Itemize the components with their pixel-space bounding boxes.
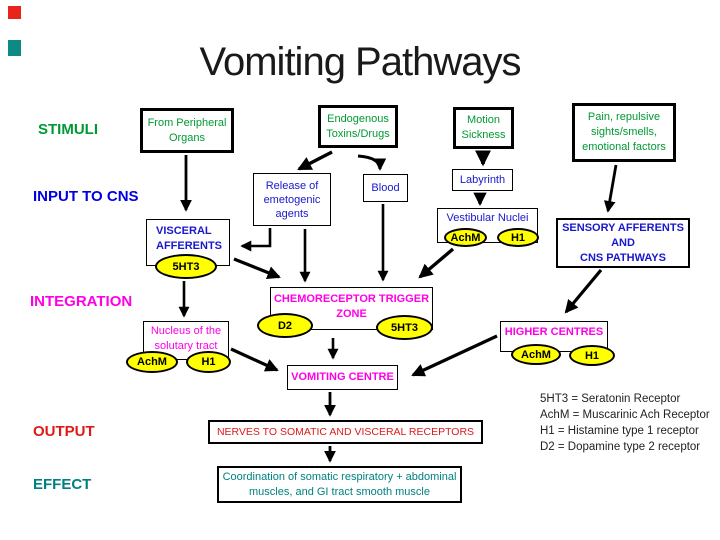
receptor-legend: 5HT3 = Seratonin Receptor AchM = Muscari… xyxy=(540,391,710,455)
page-title: Vomiting Pathways xyxy=(199,40,522,84)
node-sensory-afferents: SENSORY AFFERENTS AND CNS PATHWAYS xyxy=(556,218,690,268)
receptor-5ht3-ctz: 5HT3 xyxy=(376,315,433,340)
receptor-h1-nucleus: H1 xyxy=(186,351,231,373)
legend-item-achm: AchM = Muscarinic Ach Receptor xyxy=(540,409,710,421)
arrow-release-to-visceral xyxy=(240,228,272,252)
arrow-endogenous-to-release xyxy=(297,150,333,171)
legend-item-h1: H1 = Histamine type 1 receptor xyxy=(540,425,699,437)
slide-marker-red-icon xyxy=(8,6,21,19)
legend-item-5ht3: 5HT3 = Seratonin Receptor xyxy=(540,393,681,405)
node-release-emetogenic-agents: Release of emetogenic agents xyxy=(253,173,331,226)
legend-item-d2: D2 = Dopamine type 2 receptor xyxy=(540,441,701,453)
arrow-endogenous-to-blood xyxy=(357,154,387,171)
arrow-visceral-to-ctz xyxy=(233,257,281,279)
receptor-d2-ctz: D2 xyxy=(257,313,313,338)
node-pain-repulsive: Pain, repulsive sights/smells, emotional… xyxy=(572,103,676,162)
receptor-h1-vestibular: H1 xyxy=(497,228,539,247)
arrow-higher-to-vomiting xyxy=(411,334,498,377)
node-coordination-effect: Coordination of somatic respiratory + ab… xyxy=(217,466,462,503)
arrow-sensory-to-higher xyxy=(564,268,603,314)
node-chemoreceptor-trigger-zone: CHEMORECEPTOR TRIGGER ZONE xyxy=(270,287,433,330)
row-label-integration: INTEGRATION xyxy=(30,293,133,310)
node-endogenous-toxins-drugs: Endogenous Toxins/Drugs xyxy=(318,105,398,148)
row-label-stimuli: STIMULI xyxy=(38,121,98,138)
arrow-pain-to-sensory xyxy=(603,164,618,213)
receptor-achm-higher: AchM xyxy=(511,344,561,365)
node-blood: Blood xyxy=(363,174,408,202)
receptor-5ht3-visceral: 5HT3 xyxy=(155,254,217,279)
row-label-output: OUTPUT xyxy=(33,423,95,440)
row-label-input-to-cns: INPUT TO CNS xyxy=(33,188,139,205)
node-vomiting-centre: VOMITING CENTRE xyxy=(287,365,398,390)
receptor-achm-nucleus: AchM xyxy=(126,351,178,373)
node-motion-sickness: Motion Sickness xyxy=(453,107,514,149)
receptor-h1-higher: H1 xyxy=(569,345,615,366)
slide-marker-teal-icon xyxy=(8,40,21,56)
arrow-nucleus-to-vomiting xyxy=(230,347,279,372)
node-nerves-somatic-visceral: NERVES TO SOMATIC AND VISCERAL RECEPTORS xyxy=(208,420,483,444)
node-from-peripheral-organs: From Peripheral Organs xyxy=(140,108,234,153)
arrow-vestibular-to-ctz xyxy=(418,247,455,279)
node-labyrinth: Labyrinth xyxy=(452,169,513,191)
row-label-effect: EFFECT xyxy=(33,476,92,493)
receptor-achm-vestibular: AchM xyxy=(444,228,487,247)
